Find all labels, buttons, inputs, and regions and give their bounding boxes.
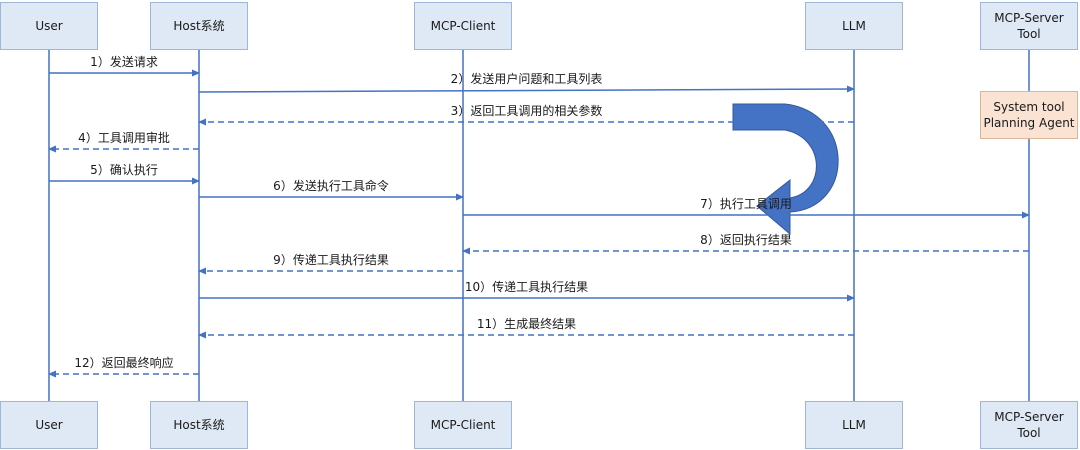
participant-user-top: User	[0, 2, 98, 50]
participant-client-bottom: MCP-Client	[414, 401, 512, 449]
message-label-9: 9）传递工具执行结果	[273, 253, 389, 267]
note-system-tool-planning-agent: System tool Planning Agent	[980, 91, 1078, 139]
message-label-11: 11）生成最终结果	[476, 317, 577, 331]
message-label-4: 4）工具调用审批	[78, 131, 170, 145]
participant-llm-bottom: LLM	[805, 401, 903, 449]
message-label-8: 8）返回执行结果	[700, 233, 792, 247]
turn-arrow-icon	[732, 103, 839, 236]
message-arrow-2	[198, 85, 855, 93]
participant-llm-top: LLM	[805, 2, 903, 50]
participant-host-bottom: Host系统	[150, 401, 248, 449]
message-label-2: 2）发送用户问题和工具列表	[450, 72, 603, 86]
message-label-5: 5）确认执行	[90, 163, 158, 177]
message-label-3: 3）返回工具调用的相关参数	[450, 104, 603, 118]
message-label-7: 7）执行工具调用	[700, 197, 792, 211]
participant-client-top: MCP-Client	[414, 2, 512, 50]
message-label-1: 1）发送请求	[90, 55, 158, 69]
participant-server-bottom: MCP-Server Tool	[980, 401, 1078, 449]
message-label-6: 6）发送执行工具命令	[273, 179, 389, 193]
participant-user-bottom: User	[0, 401, 98, 449]
message-label-12: 12）返回最终响应	[74, 356, 174, 370]
participant-server-top: MCP-Server Tool	[980, 2, 1078, 50]
participant-host-top: Host系统	[150, 2, 248, 50]
message-label-10: 10）传递工具执行结果	[464, 280, 589, 294]
